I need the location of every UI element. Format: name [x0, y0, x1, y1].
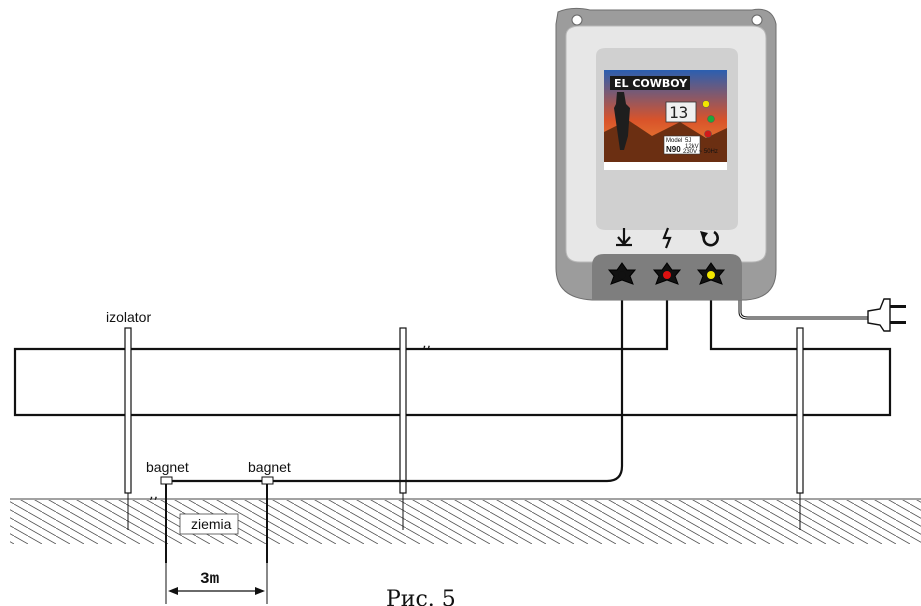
fence-loop-wire: [13, 290, 892, 417]
rod-1-label: bagnet: [146, 459, 189, 475]
power-plug-icon: [867, 298, 891, 332]
return-loop-icon: [700, 230, 719, 247]
brand-name: EL COWBOY: [614, 77, 688, 90]
fence-post-1: [124, 327, 132, 494]
cowboy-graphic: [614, 92, 630, 150]
fence-posts: [124, 327, 804, 530]
spec-plate: [663, 135, 701, 155]
indicator-red-led: [704, 130, 712, 138]
lcd-display: [665, 101, 697, 123]
rod-2-label: bagnet: [248, 459, 291, 475]
ground: ziemia: [10, 498, 921, 544]
lcd-value: 13: [669, 103, 688, 122]
terminal-fence: [652, 262, 682, 285]
distance-label: 3m: [200, 570, 220, 588]
power-cord: [738, 290, 906, 332]
terminal-ground: [607, 262, 637, 285]
brand-badge: [610, 76, 690, 90]
ground-label-box: [179, 513, 239, 535]
ground-label: ziemia: [191, 516, 232, 532]
wire-break-mark: ʼʼ: [422, 344, 431, 360]
terminal-return: [696, 262, 726, 285]
ground-connection-wire: [172, 290, 624, 483]
indicator-yellow-led: [702, 100, 710, 108]
figure-caption: Рис. 5: [386, 587, 456, 606]
ground-rod-2-clamp: [261, 476, 274, 485]
mount-hole-right: [751, 14, 763, 26]
mount-hole-left: [571, 14, 583, 26]
fence-energizer: EL COWBOY 13 Model N90 5J 12kV 230V ~ 50…: [555, 7, 777, 301]
ground-wire: [172, 290, 624, 483]
model-caption: Model: [666, 138, 682, 144]
fence-post-3: [796, 327, 804, 494]
spec-power: 230V ~ 50Hz: [683, 149, 718, 155]
indicator-green-led: [707, 115, 715, 123]
plug-pin-2: [890, 321, 906, 324]
ground-rod-1-clamp: [160, 476, 173, 485]
lightning-icon: [662, 227, 672, 249]
arrow-down-ground-icon: [616, 228, 632, 247]
ground-rods: [160, 476, 274, 563]
plug-pin-1: [890, 305, 906, 308]
fence-wire: [13, 290, 892, 417]
model-number: N90: [666, 145, 681, 154]
fence-post-2: [399, 327, 407, 494]
spec-energy: 5J: [685, 138, 691, 144]
label-footer-strip: [604, 162, 727, 170]
spec-voltage: 12kV: [685, 144, 699, 150]
ground-wire-break-mark: ʼʼ: [149, 495, 158, 511]
insulator-label: izolator: [106, 309, 151, 325]
distance-dimension: 3m: [165, 563, 268, 604]
